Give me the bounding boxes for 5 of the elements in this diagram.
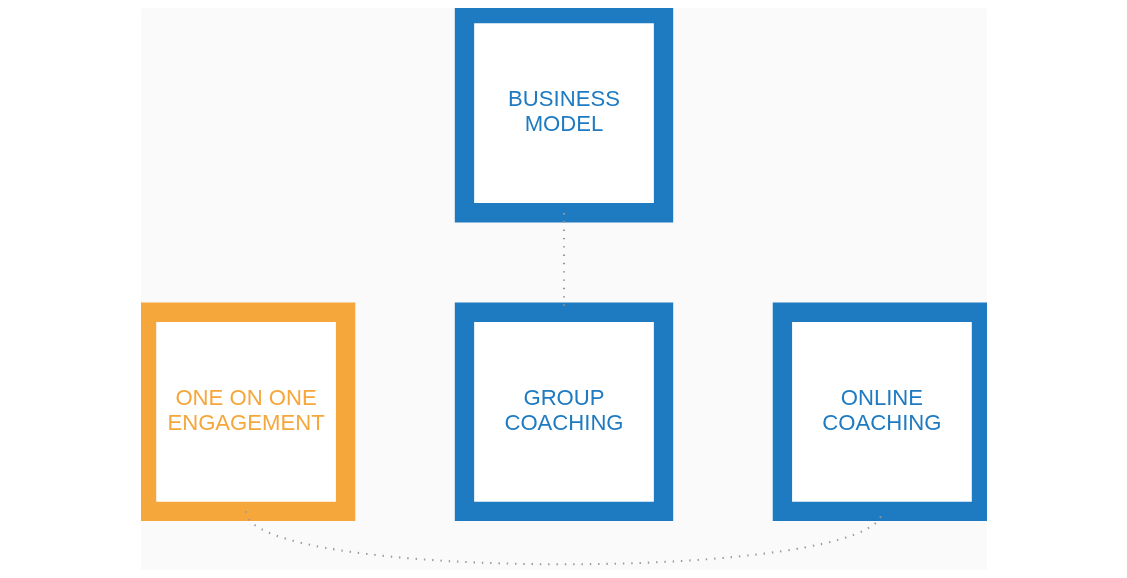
connector: [244, 510, 883, 566]
node-box: ONLINE COACHING: [772, 302, 987, 521]
node-box: BUSINESS MODEL: [454, 8, 673, 223]
node-box: ONE ON ONE ENGAGEMENT: [140, 302, 355, 521]
node-box: GROUP COACHING: [454, 302, 673, 521]
